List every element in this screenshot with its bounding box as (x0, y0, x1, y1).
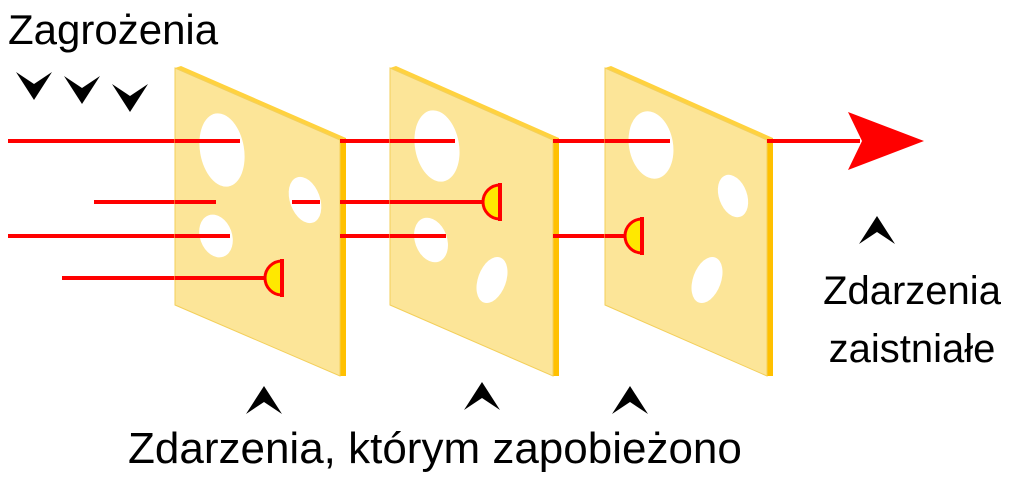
threat-paths-stage-3 (605, 139, 860, 238)
threats-label: Zagrożenia (8, 6, 219, 53)
prevented-pointer-icon (246, 386, 282, 414)
barrier-slice-3 (604, 66, 773, 377)
stop-marker (263, 259, 284, 297)
occurred-pointer-icon (859, 216, 895, 244)
cheese-hole (628, 111, 674, 179)
prevented-pointer-icon (612, 386, 648, 414)
occurred-events-label-line-1: Zdarzenia (823, 269, 1001, 313)
cheese-hole (717, 174, 749, 218)
occurred-events-label-line-2: zaistniałe (828, 327, 996, 371)
prevented-pointer-icon (464, 382, 500, 410)
threat-pointer-icon (112, 84, 148, 112)
threat-pointers (16, 72, 148, 112)
threat-pointer-icon (16, 72, 52, 100)
barrier-slice-1 (174, 66, 346, 377)
threat-pointer-icon (64, 76, 100, 104)
event-pointers (246, 216, 895, 414)
stop-marker (623, 217, 644, 255)
occurred-events-label: Zdarzenia zaistniałe (812, 262, 1012, 378)
cheese-hole (199, 113, 245, 187)
prevented-events-label: Zdarzenia, którym zapobieżono (128, 424, 742, 473)
cheese-hole (414, 217, 448, 263)
threat-paths-stage-2 (390, 139, 605, 238)
cheese-hole (414, 110, 460, 182)
stop-marker (481, 183, 502, 221)
threat-paths-stage-1 (175, 139, 390, 280)
cheese-hole (476, 256, 508, 304)
barrier-slice-2 (389, 66, 559, 377)
cheese-hole (691, 256, 723, 304)
threat-paths-entry (8, 139, 175, 280)
exit-arrowhead (848, 112, 924, 170)
